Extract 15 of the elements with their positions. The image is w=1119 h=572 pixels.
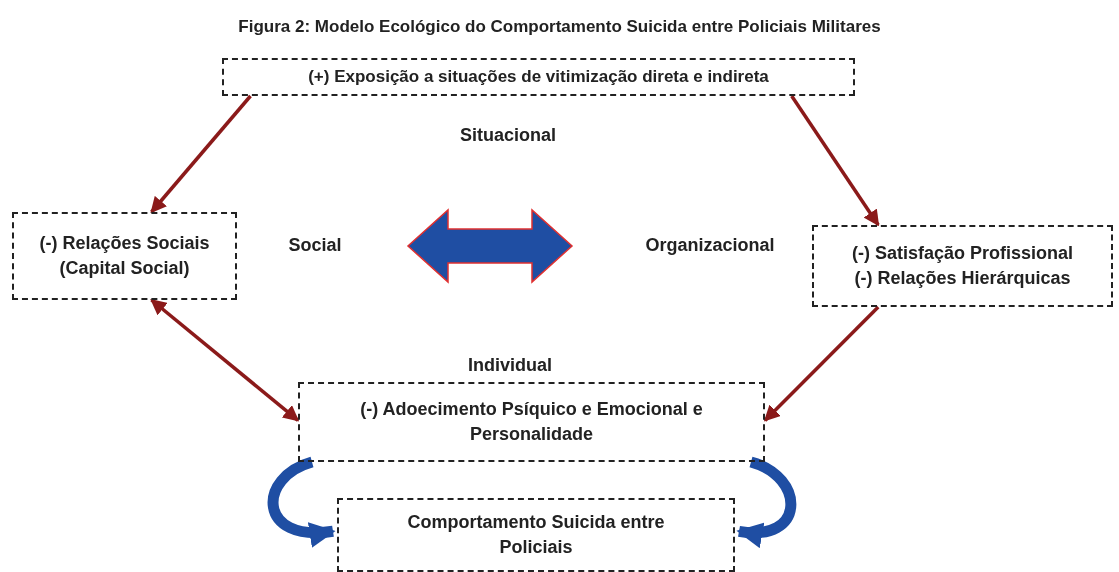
dashed-box: (-) Adoecimento Psíquico e Emocional e Personalidade	[298, 382, 765, 462]
title: Figura 2: Modelo Ecológico do Comportamento Suicida entre Policiais Militares	[237, 16, 882, 38]
double-arrow	[406, 208, 574, 284]
arrow	[150, 94, 252, 214]
arrow	[763, 305, 880, 422]
arrow	[150, 298, 300, 422]
level-label: Social	[270, 231, 360, 261]
level-label: Situacional	[459, 124, 557, 147]
dashed-box: (-) Relações Sociais (Capital Social)	[12, 212, 237, 300]
arrow	[790, 95, 880, 227]
level-label: Individual	[467, 354, 553, 377]
level-label: Organizacional	[620, 231, 800, 261]
dashed-box: Comportamento Suicida entre Policiais	[337, 498, 735, 572]
dashed-box: (+) Exposição a situações de vitimização direta e indireta	[222, 58, 855, 96]
dashed-box: (-) Satisfação Profissional (-) Relações Hierárquicas	[812, 225, 1113, 307]
